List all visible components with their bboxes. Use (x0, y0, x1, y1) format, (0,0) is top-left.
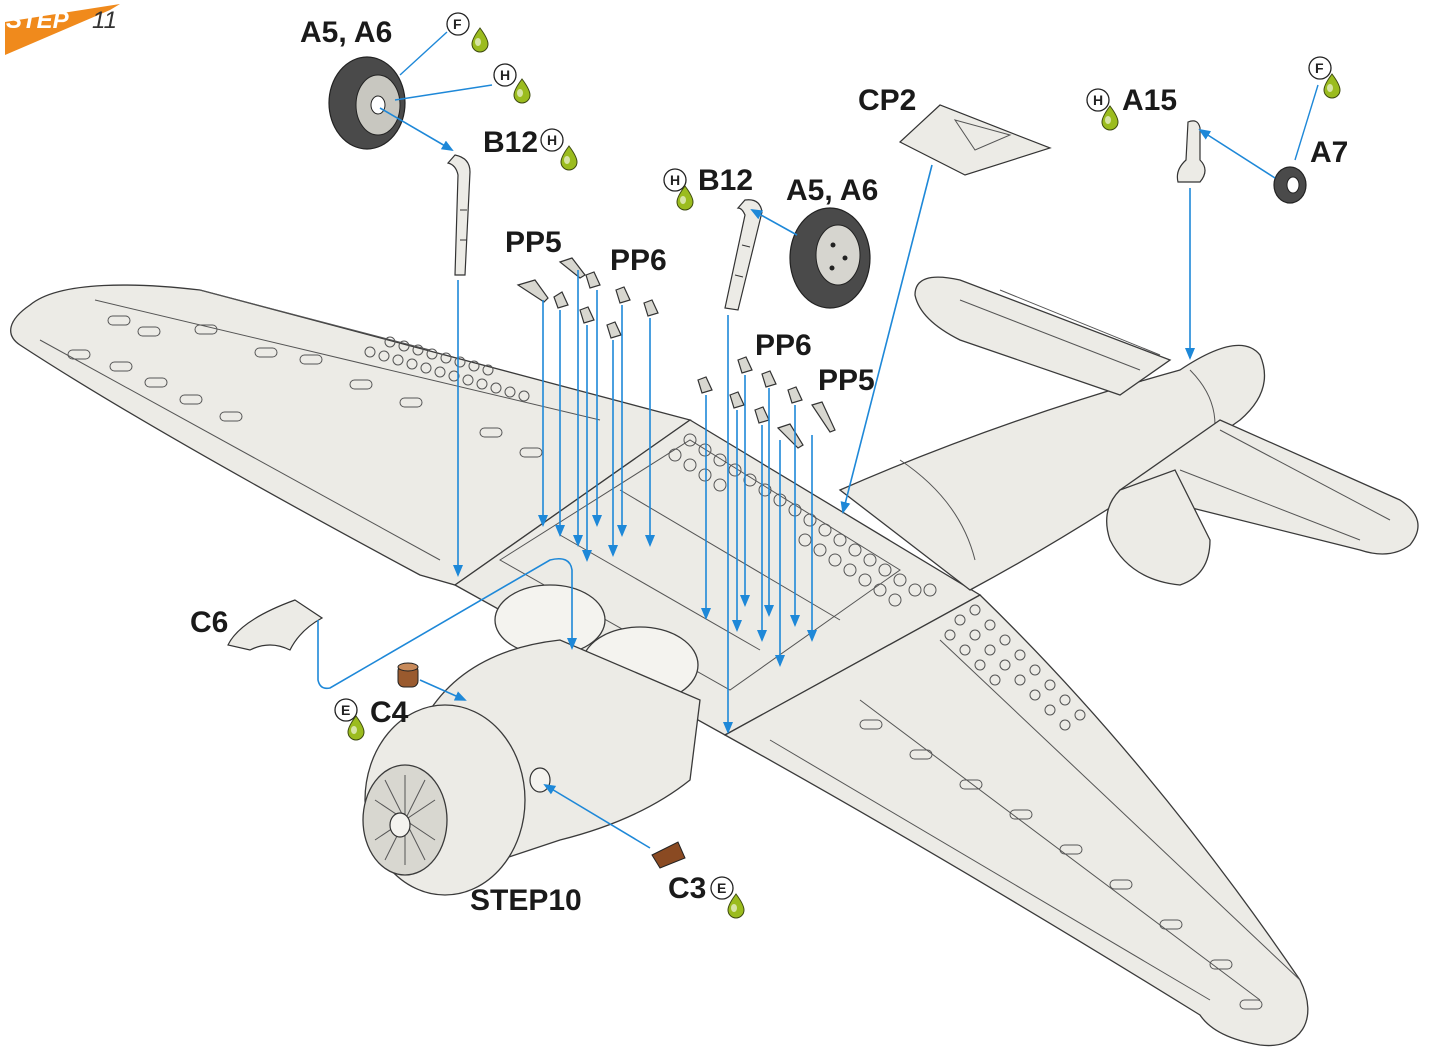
pp-parts-left (516, 257, 659, 339)
pp-parts-right (697, 356, 836, 449)
label-c3: C3 (668, 872, 706, 905)
left-wheel-a5-a6 (328, 56, 406, 150)
label-pp6-right: PP6 (755, 329, 812, 362)
vertical-fin (1106, 469, 1211, 586)
label-a7: A7 (1310, 136, 1348, 169)
a15-tailwheel-leg (1176, 120, 1206, 183)
left-wing-panel-lines (39, 289, 601, 561)
svg-text:F: F (1315, 60, 1324, 76)
propeller-hub (389, 812, 411, 838)
svg-text:F: F (453, 16, 462, 32)
right-wing-holes (944, 604, 1086, 731)
label-pp5-left: PP5 (505, 226, 562, 259)
label-step10: STEP10 (470, 884, 582, 917)
step-number: 11 (92, 7, 117, 34)
left-wing (10, 284, 692, 586)
code-e-c3: E (710, 876, 745, 919)
svg-text:H: H (1093, 92, 1103, 108)
exhaust-port (529, 767, 551, 793)
label-pp6-left: PP6 (610, 244, 667, 277)
label-a15: A15 (1122, 84, 1177, 117)
code-h-left: H (493, 63, 531, 104)
right-stab-panel-lines (1179, 429, 1391, 541)
svg-text:H: H (500, 67, 510, 83)
code-h-b12-left: H (540, 128, 578, 171)
code-h-a15: H (1086, 88, 1119, 131)
center-holes (668, 433, 937, 607)
svg-text:E: E (717, 880, 726, 896)
c4-part (397, 662, 419, 688)
left-gear-leg-b12 (446, 154, 471, 276)
svg-text:H: H (547, 132, 557, 148)
right-gear-leg-b12 (724, 199, 763, 311)
left-wing-holes (364, 336, 530, 402)
left-stab-panel-lines (959, 289, 1161, 371)
a7-tailwheel (1273, 166, 1307, 204)
cp2-part (898, 104, 1052, 176)
code-h-b12-right: H (663, 168, 694, 211)
code-markers: F H H H H F E (334, 12, 1341, 919)
c6-part (227, 599, 324, 651)
label-b12-left: B12 (483, 126, 538, 159)
step-badge: STEP 11 (5, 4, 120, 55)
step-word: STEP (6, 7, 70, 34)
code-f-a7: F (1308, 56, 1341, 99)
right-horizontal-stabilizer (1118, 419, 1419, 555)
c3-part (651, 841, 686, 869)
label-b12-right: B12 (698, 164, 753, 197)
part-labels: A5, A6 B12 B12 A5, A6 PP5 PP6 PP6 PP5 CP… (190, 16, 1348, 917)
fuselage (838, 344, 1266, 591)
svg-text:H: H (670, 172, 680, 188)
right-wheel-a5-a6 (789, 207, 871, 309)
fuselage-panel-lines (899, 369, 1216, 561)
left-horizontal-stabilizer (914, 276, 1172, 396)
label-a5-a6-right: A5, A6 (786, 174, 878, 207)
code-f-left: F (446, 12, 489, 53)
label-a5-a6-left: A5, A6 (300, 16, 392, 49)
label-pp5-right: PP5 (818, 364, 875, 397)
code-e-c4: E (334, 698, 365, 741)
label-c4: C4 (370, 696, 409, 729)
label-cp2: CP2 (858, 84, 916, 117)
label-c6: C6 (190, 606, 228, 639)
airframe (10, 276, 1419, 1047)
svg-text:E: E (341, 702, 350, 718)
left-wing-slots (67, 315, 543, 458)
right-wing-slots (859, 719, 1263, 1010)
assembly-arrows (317, 31, 1319, 849)
